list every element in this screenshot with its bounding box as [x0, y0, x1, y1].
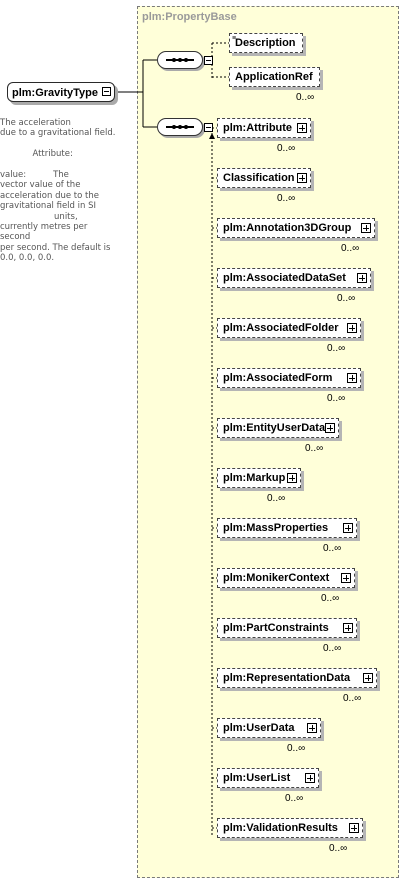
- cardinality: 0..∞: [329, 843, 348, 854]
- cardinality: 0..∞: [323, 543, 342, 554]
- cardinality: 0..∞: [323, 643, 342, 654]
- cardinality: 0..∞: [321, 593, 340, 604]
- attribute-marker-icon: ≡: [232, 35, 237, 42]
- element-plm-validationresults[interactable]: plm:ValidationResults: [217, 818, 363, 838]
- cardinality: 0..∞: [277, 143, 296, 154]
- expand-icon[interactable]: [305, 773, 315, 783]
- element-plm-partconstraints[interactable]: plm:PartConstraints: [217, 618, 357, 638]
- cardinality: 0..∞: [343, 693, 362, 704]
- element-plm-monikercontext[interactable]: plm:MonikerContext: [217, 568, 355, 588]
- expand-icon[interactable]: [347, 373, 357, 383]
- element-plm-userlist[interactable]: plm:UserList: [217, 768, 319, 788]
- element-label: plm:AssociatedFolder: [223, 322, 339, 334]
- expand-icon[interactable]: [363, 673, 373, 683]
- gravity-type-element[interactable]: plm:GravityType: [7, 82, 115, 102]
- element-label: plm:PartConstraints: [223, 622, 329, 634]
- expand-icon[interactable]: [341, 573, 351, 583]
- cardinality: 0..∞: [305, 443, 324, 454]
- element-label: ApplicationRef: [235, 71, 313, 83]
- element-label: plm:MonikerContext: [223, 572, 330, 584]
- cardinality: 0..∞: [337, 293, 356, 304]
- expand-icon[interactable]: [325, 423, 335, 433]
- cardinality: 0..∞: [296, 92, 315, 103]
- element-label: plm:EntityUserData: [223, 422, 326, 434]
- element-plm-associatedform[interactable]: plm:AssociatedForm: [217, 368, 361, 388]
- element-plm-annotation3dgroup[interactable]: plm:Annotation3DGroup: [217, 218, 375, 238]
- element-label: plm:AssociatedDataSet: [223, 272, 346, 284]
- expand-icon[interactable]: [343, 523, 353, 533]
- cardinality: 0..∞: [287, 743, 306, 754]
- expand-icon[interactable]: [287, 473, 297, 483]
- element-plm-entityuserdata[interactable]: plm:EntityUserData: [217, 418, 339, 438]
- element-label: plm:UserData: [223, 722, 295, 734]
- expand-icon[interactable]: [297, 173, 307, 183]
- gravity-type-label: plm:GravityType: [12, 87, 98, 99]
- cardinality: 0..∞: [267, 493, 286, 504]
- element-plm-associateddataset[interactable]: plm:AssociatedDataSet: [217, 268, 371, 288]
- element-label: plm:MassProperties: [223, 522, 329, 534]
- expand-icon[interactable]: [347, 323, 357, 333]
- element-description[interactable]: ≡ Description: [229, 33, 303, 53]
- element-label: plm:UserList: [223, 772, 291, 784]
- expand-icon[interactable]: [343, 623, 353, 633]
- element-label: plm:Markup: [223, 472, 286, 484]
- element-label: plm:Annotation3DGroup: [223, 222, 352, 234]
- element-label: Description: [235, 37, 296, 49]
- cardinality: 0..∞: [327, 343, 346, 354]
- documentation-text: The acceleration due to a gravitational …: [0, 118, 116, 264]
- cardinality: 0..∞: [327, 393, 346, 404]
- element-label: Classification: [223, 172, 295, 184]
- element-label: plm:RepresentationData: [223, 672, 351, 684]
- cardinality: 0..∞: [285, 793, 304, 804]
- element-plm-massproperties[interactable]: plm:MassProperties: [217, 518, 357, 538]
- sequence-compositor-1[interactable]: [157, 51, 213, 69]
- element-label: plm:Attribute: [223, 122, 293, 134]
- cardinality: 0..∞: [277, 193, 296, 204]
- expand-icon[interactable]: [357, 273, 367, 283]
- property-base-title: plm:PropertyBase: [142, 11, 237, 23]
- element-plm-representationdata[interactable]: plm:RepresentationData: [217, 668, 377, 688]
- cardinality: 0..∞: [341, 243, 360, 254]
- expand-icon[interactable]: [349, 823, 359, 833]
- element-plm-attribute[interactable]: plm:Attribute: [217, 118, 311, 138]
- element-label: plm:AssociatedForm: [223, 372, 333, 384]
- collapse-icon[interactable]: [102, 87, 111, 96]
- element-plm-associatedfolder[interactable]: plm:AssociatedFolder: [217, 318, 361, 338]
- element-classification[interactable]: Classification: [217, 168, 311, 188]
- collapse-icon[interactable]: [204, 56, 213, 65]
- element-applicationref[interactable]: ApplicationRef: [229, 67, 320, 87]
- element-plm-userdata[interactable]: plm:UserData: [217, 718, 321, 738]
- element-plm-markup[interactable]: plm:Markup: [217, 468, 301, 488]
- expand-icon[interactable]: [297, 123, 307, 133]
- collapse-icon[interactable]: [204, 123, 213, 132]
- expand-icon[interactable]: [307, 723, 317, 733]
- expand-icon[interactable]: [361, 223, 371, 233]
- sequence-compositor-2[interactable]: [157, 118, 213, 136]
- element-label: plm:ValidationResults: [223, 822, 338, 834]
